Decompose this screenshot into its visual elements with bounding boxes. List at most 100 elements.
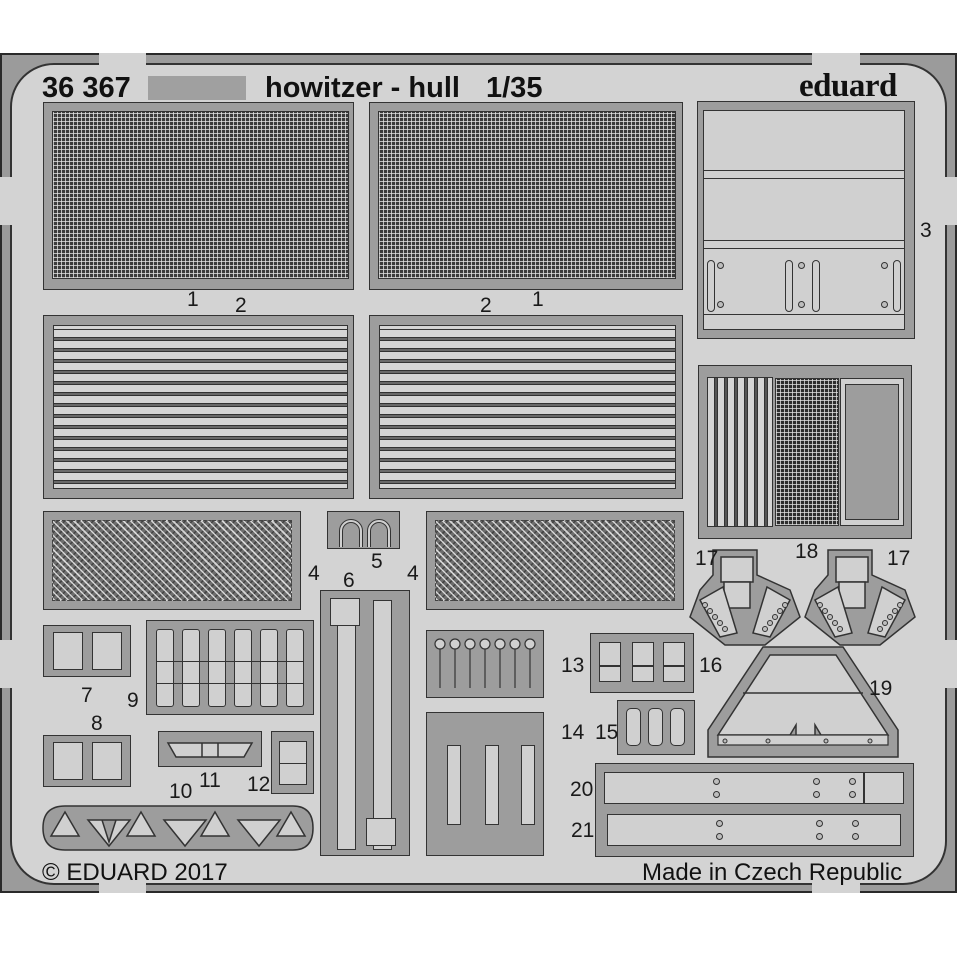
part-16-cap: [599, 642, 621, 682]
copyright-text: © EDUARD 2017: [42, 859, 228, 886]
part-21-hole: [716, 833, 723, 840]
label-20: 20: [570, 778, 594, 801]
part-21-hole: [816, 820, 823, 827]
part-20-hole: [849, 791, 856, 798]
part-6-rod-b: [373, 600, 392, 850]
part-9-strap: [234, 629, 252, 707]
frame-gate: [99, 53, 146, 65]
label-14: 14: [561, 721, 585, 744]
part-3-hatch-plate: [703, 110, 905, 330]
part-17-bracket: [689, 549, 801, 646]
label-1: 1: [532, 288, 544, 311]
label-3: 3: [920, 219, 932, 242]
part-20-hole: [849, 778, 856, 785]
part-6-rod-end: [330, 598, 360, 626]
frame-gate: [0, 640, 12, 688]
part-16-cap: [663, 642, 685, 682]
frame-gate: [0, 177, 12, 225]
label-7: 7: [81, 684, 93, 707]
part-18-mesh-panel: [775, 378, 839, 526]
part-15-cap: [670, 708, 685, 746]
part-8-clip-b: [92, 742, 122, 780]
part-20-fold-line: [863, 772, 865, 804]
part-3-slot: [707, 260, 715, 312]
part-9-strap: [156, 629, 174, 707]
sheet-title: howitzer - hull: [265, 72, 460, 104]
label-21: 21: [571, 819, 595, 842]
part-20-hole: [713, 778, 720, 785]
frame-gate: [945, 640, 957, 688]
part-20-hole: [713, 791, 720, 798]
part-9-fold-line: [156, 683, 304, 684]
brand-logo: eduard: [799, 68, 897, 104]
origin-text: Made in Czech Republic: [642, 859, 903, 886]
part-3-slot: [812, 260, 820, 312]
part-16-cap: [632, 642, 654, 682]
label-17: 17: [695, 547, 719, 570]
part-19-trapezoid-plate: [707, 646, 899, 758]
label-9: 9: [127, 689, 139, 712]
label-4: 4: [407, 562, 419, 585]
label-11: 11: [199, 769, 221, 792]
part-18-louver-panel: [707, 377, 773, 527]
label-18: 18: [795, 540, 819, 563]
part-2-slat-panel-b: [379, 325, 676, 489]
part-1-mesh-panel-b: [378, 111, 676, 279]
part-14-link: [485, 745, 499, 825]
part-3-fold-line: [703, 240, 905, 241]
part-3-hole: [717, 262, 724, 269]
label-2: 2: [235, 294, 247, 317]
part-20-strip: [604, 772, 904, 804]
part-21-hole: [716, 820, 723, 827]
part-7-clip: [53, 632, 83, 670]
part-1-mesh-panel: [52, 111, 349, 279]
part-3-hole: [798, 262, 805, 269]
part-20-hole: [813, 778, 820, 785]
frame-gate: [812, 53, 860, 65]
part-21-hole: [852, 820, 859, 827]
label-4: 4: [308, 562, 320, 585]
part-4-weave-panel-b: [435, 520, 675, 601]
label-17: 17: [887, 547, 911, 570]
part-20-hole: [813, 791, 820, 798]
label-19: 19: [869, 677, 893, 700]
part-6-rod-end-b: [366, 818, 396, 846]
part-2-slat-panel: [53, 325, 348, 489]
frame-gate: [99, 882, 146, 893]
part-9-strap: [182, 629, 200, 707]
part-3-fold-line: [703, 314, 905, 315]
part-14-link: [447, 745, 461, 825]
part-3-fold-line: [703, 178, 905, 179]
label-5: 5: [371, 550, 383, 573]
part-3-hole: [881, 301, 888, 308]
part-7-clip-b: [92, 632, 122, 670]
part-3-slot: [893, 260, 901, 312]
label-8: 8: [91, 712, 103, 735]
part-9-strap: [208, 629, 226, 707]
label-6: 6: [343, 569, 355, 592]
redacted-name-block: [148, 76, 246, 100]
part-13-pins: [434, 638, 536, 688]
part-14-link: [521, 745, 535, 825]
part-9-strap: [286, 629, 304, 707]
part-10-triangle-loops: [42, 805, 314, 851]
part-3-fold-line: [703, 170, 905, 171]
part-9-strap: [260, 629, 278, 707]
part-6-rod: [337, 600, 356, 850]
label-2: 2: [480, 294, 492, 317]
part-3-slot: [785, 260, 793, 312]
part-12-fold-line: [279, 763, 307, 764]
part-6-carrier: [320, 590, 410, 856]
part-3-fold-line: [703, 248, 905, 249]
part-15-cap: [626, 708, 641, 746]
part-17-bracket-b: [804, 549, 916, 646]
label-12: 12: [247, 773, 271, 796]
label-15: 15: [595, 721, 619, 744]
frame-gate: [812, 882, 860, 893]
part-11-bracket: [166, 742, 254, 758]
scale-label: 1/35: [486, 72, 543, 104]
part-4-weave-panel: [52, 520, 292, 601]
part-15-cap: [648, 708, 663, 746]
part-21-hole: [852, 833, 859, 840]
frame-gate: [945, 177, 957, 225]
